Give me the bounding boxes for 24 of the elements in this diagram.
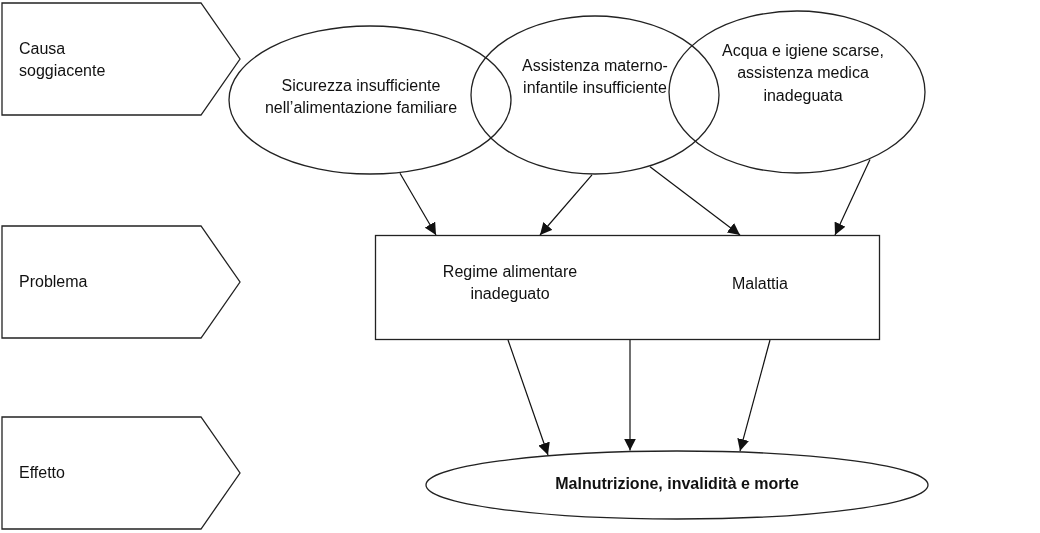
- cause-ellipse: [668, 10, 926, 174]
- arrow: [507, 339, 550, 456]
- node-text: Malnutrizione, invalidità e morte: [554, 474, 800, 494]
- node-text: Problema: [19, 272, 89, 292]
- node-text: Regime alimentare inadeguato: [441, 262, 579, 305]
- node-text: Sicurezza insufficiente nell’alimentazione familiare: [263, 76, 459, 119]
- effect-ellipse: [425, 450, 929, 520]
- arrow: [624, 339, 636, 452]
- cause-ellipse: [470, 15, 720, 175]
- category-arrow-box: [1, 416, 241, 530]
- arrow: [539, 174, 593, 236]
- node-text: Assistenza materno-infantile insufficiente: [521, 56, 669, 99]
- arrow: [737, 339, 771, 452]
- node-text: Acqua e igiene scarse, assistenza medica inadeguata: [721, 41, 885, 106]
- node-text: Malattia: [731, 274, 789, 294]
- arrow: [649, 166, 741, 236]
- problem-box: [375, 235, 880, 340]
- arrow: [399, 172, 437, 236]
- category-arrow-box: [1, 225, 241, 339]
- category-arrow-box: [1, 2, 241, 116]
- cause-ellipse: [228, 25, 512, 175]
- node-text: Causa soggiacente: [19, 39, 107, 82]
- node-text: Effetto: [19, 463, 66, 483]
- arrow: [834, 159, 871, 236]
